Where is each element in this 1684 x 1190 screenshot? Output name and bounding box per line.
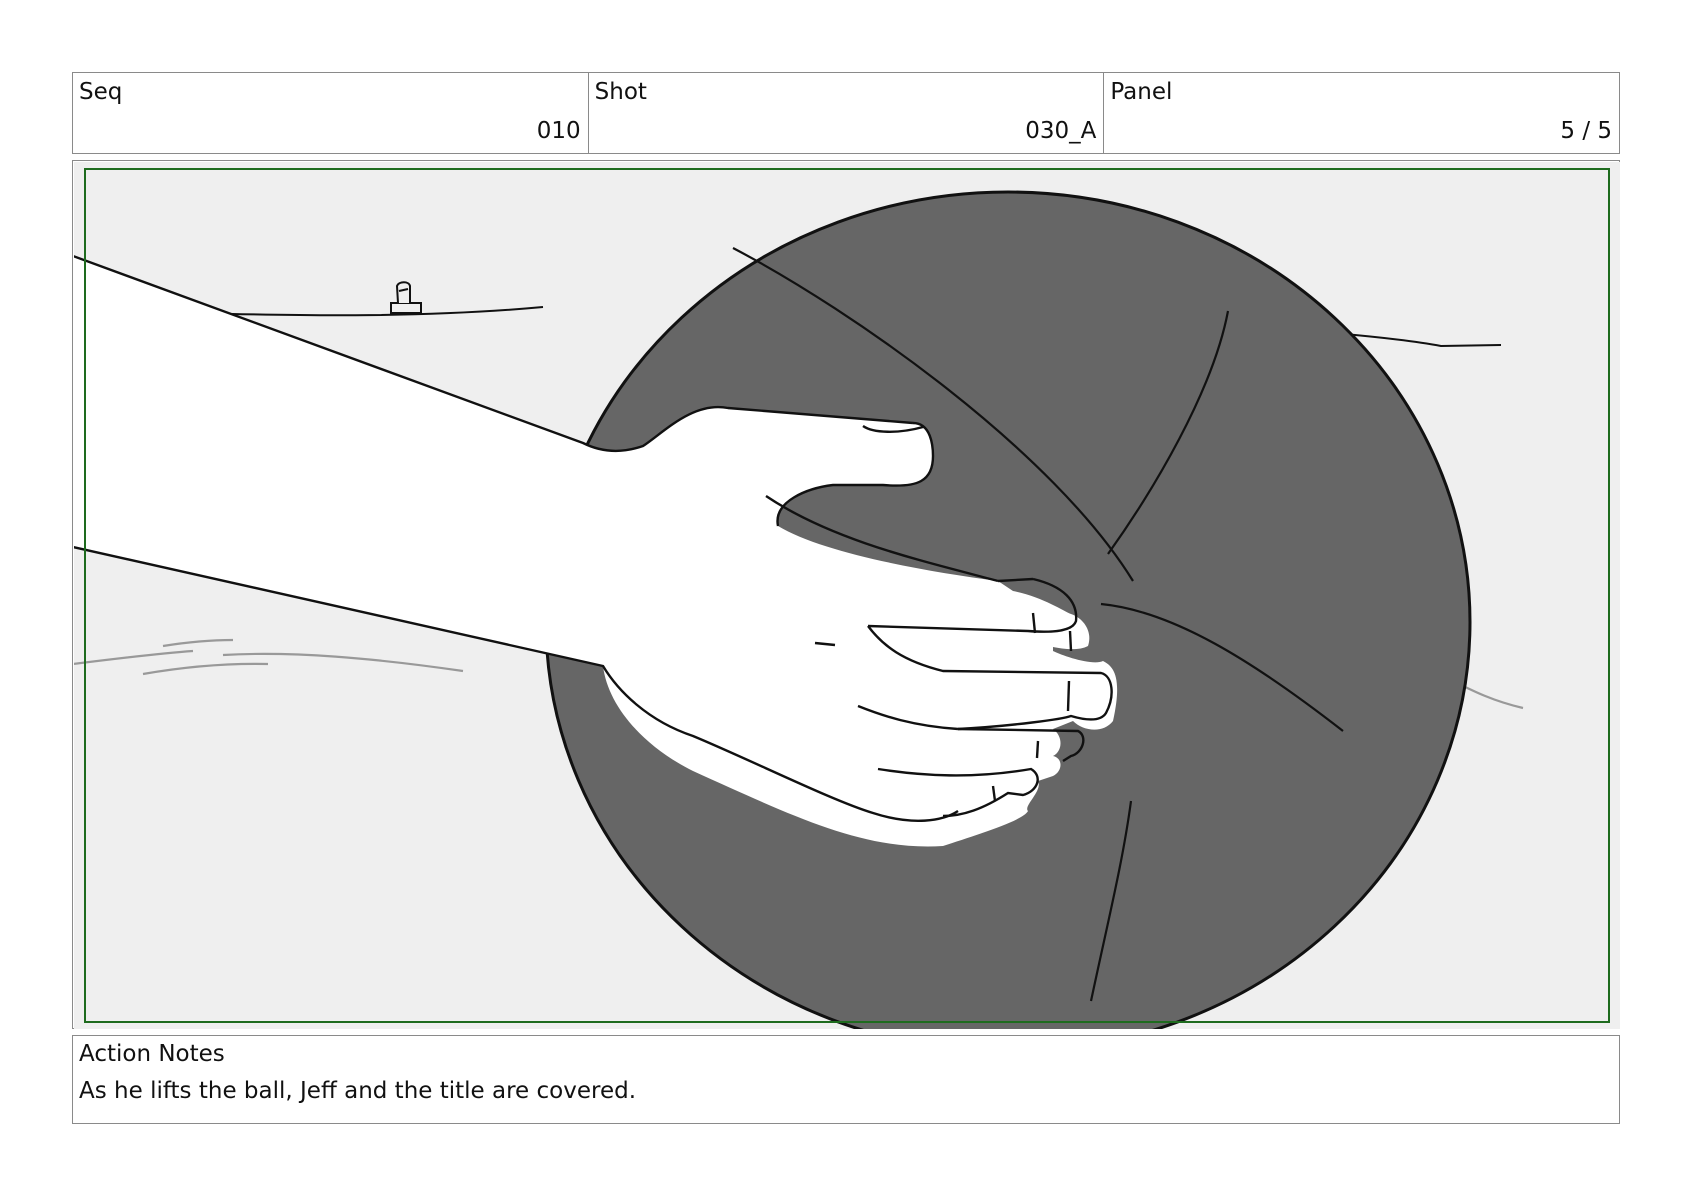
panel-drawing xyxy=(74,162,1620,1029)
action-notes: Action Notes As he lifts the ball, Jeff … xyxy=(72,1035,1620,1124)
storyboard-panel xyxy=(72,160,1620,1029)
action-notes-text: As he lifts the ball, Jeff and the title… xyxy=(79,1078,637,1104)
seq-value: 010 xyxy=(536,118,581,144)
shot-label: Shot xyxy=(594,79,647,105)
shot-value: 030_A xyxy=(1025,118,1097,144)
arm-and-hand xyxy=(74,256,1118,847)
shot-cell: Shot 030_A xyxy=(589,73,1105,153)
panel-value: 5 / 5 xyxy=(1560,118,1613,144)
ball-seams xyxy=(732,247,1344,1002)
distant-figure-left xyxy=(390,281,422,314)
panel-cell: Panel 5 / 5 xyxy=(1104,73,1619,153)
arm-outlines xyxy=(74,255,1113,822)
panel-label: Panel xyxy=(1110,79,1173,105)
storyboard-header: Seq 010 Shot 030_A Panel 5 / 5 xyxy=(72,72,1620,154)
action-notes-label: Action Notes xyxy=(79,1041,225,1067)
seq-cell: Seq 010 xyxy=(73,73,589,153)
safe-frame-guide xyxy=(84,168,1610,1023)
seq-label: Seq xyxy=(79,79,123,105)
